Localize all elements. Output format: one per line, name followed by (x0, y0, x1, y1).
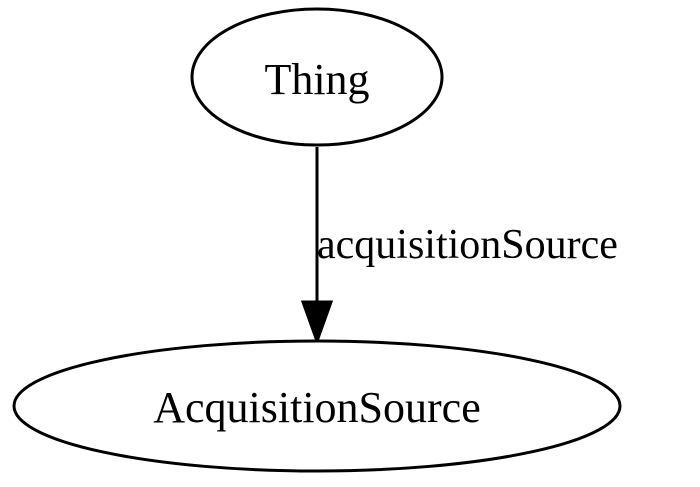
node-thing-shape (190, 7, 444, 147)
node-acquisition-source[interactable]: AcquisitionSource (12, 339, 622, 473)
edge-acquisition-source: acquisitionSource (300, 147, 618, 346)
node-thing[interactable]: Thing (190, 7, 444, 147)
node-acquisition-source-shape (12, 339, 622, 473)
edge-label-acquisition-source: acquisitionSource (317, 222, 618, 268)
node-acquisition-source-label: AcquisitionSource (153, 383, 481, 432)
edge-arrowhead (300, 300, 334, 346)
node-thing-label: Thing (264, 55, 369, 104)
